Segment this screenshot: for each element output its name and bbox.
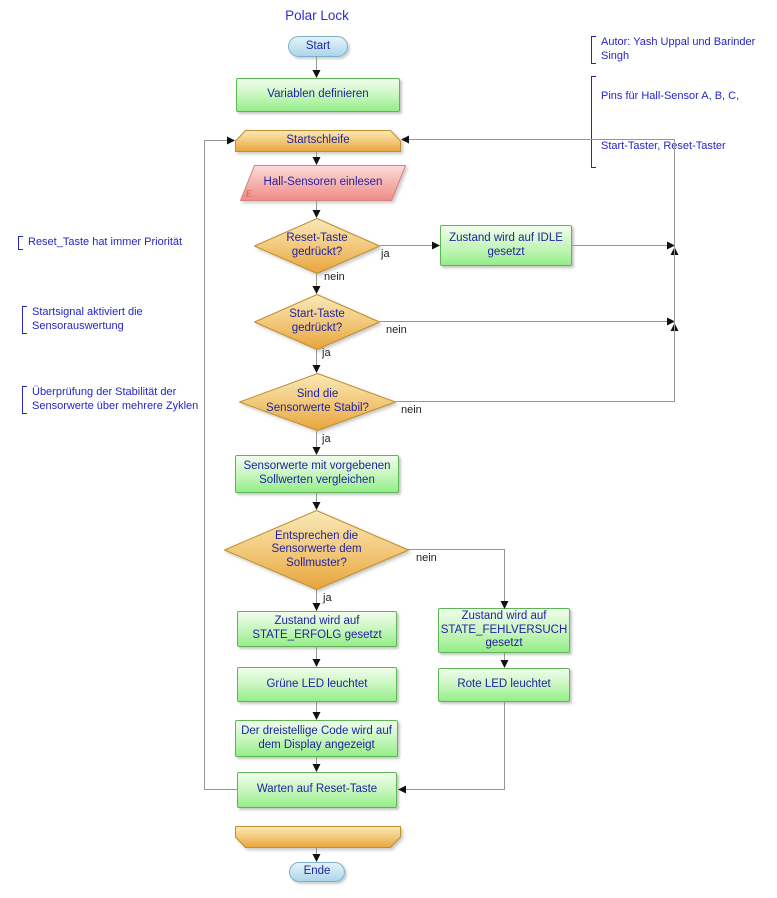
branch-label-nein-reset: nein xyxy=(324,271,345,283)
decision-shape xyxy=(254,294,380,350)
decision-reset-label: Reset-Taste gedrückt? xyxy=(286,232,348,258)
annotation-startsignal: Startsignal aktiviert die Sensorauswertu… xyxy=(22,306,143,334)
process-state-fehlversuch: Zustand wird auf STATE_FEHLVERSUCH geset… xyxy=(438,608,570,653)
terminal-start-label: Start xyxy=(305,39,331,52)
process-gruene-led-label: Grüne LED leuchtet xyxy=(266,677,368,690)
process-variablen-label: Variablen definieren xyxy=(267,88,369,101)
input-hall-label: Hall-Sensoren einlesen xyxy=(263,176,383,189)
input-type-marker: E xyxy=(245,188,253,200)
branch-label-ja-start: ja xyxy=(322,347,331,359)
branch-label-nein-start: nein xyxy=(386,324,407,336)
annotation-bracket xyxy=(18,236,23,250)
process-state-erfolg: Zustand wird auf STATE_ERFOLG gesetzt xyxy=(237,611,397,647)
process-erfolg-label: Zustand wird auf STATE_ERFOLG gesetzt xyxy=(252,615,382,641)
process-fehlversuch-label: Zustand wird auf STATE_FEHLVERSUCH geset… xyxy=(440,610,568,650)
input-shape xyxy=(240,165,406,201)
loop-start-shape xyxy=(235,130,401,152)
annotation-stabilitaet: Überprüfung der Stabilität der Sensorwer… xyxy=(22,386,198,414)
annotation-reset-prioritaet: Reset_Taste hat immer Priorität xyxy=(18,236,182,250)
annotation-pins-line1: Pins für Hall-Sensor A, B, C, xyxy=(601,89,740,102)
annotation-pins: Pins für Hall-Sensor A, B, C, Start-Tast… xyxy=(591,76,739,168)
branch-label-nein-sollmuster: nein xyxy=(416,552,437,564)
loop-end-shape xyxy=(235,826,401,848)
loop-start-startschleife: Startschleife xyxy=(235,130,401,152)
process-display-label: Der dreistellige Code wird auf dem Displ… xyxy=(241,724,392,751)
process-rote-led: Rote LED leuchtet xyxy=(438,668,570,702)
annotation-pins-line2: Start-Taster, Reset-Taster xyxy=(601,140,726,152)
annotation-bracket xyxy=(22,386,27,414)
branch-label-ja-stabil: ja xyxy=(322,433,331,445)
process-idle-label: Zustand wird auf IDLE gesetzt xyxy=(449,231,563,258)
annotation-autor: Autor: Yash Uppal und Barinder Singh xyxy=(591,36,755,64)
decision-shape xyxy=(239,373,396,431)
decision-shape xyxy=(254,218,380,274)
process-warten-reset: Warten auf Reset-Taste xyxy=(237,772,397,808)
process-zustand-idle: Zustand wird auf IDLE gesetzt xyxy=(440,225,572,266)
branch-label-nein-stabil: nein xyxy=(401,404,422,416)
process-sollwerte-vergleich: Sensorwerte mit vorgebenen Sollwerten ve… xyxy=(235,455,399,493)
process-display-code: Der dreistellige Code wird auf dem Displ… xyxy=(235,720,398,757)
branch-label-ja-reset: ja xyxy=(381,248,390,260)
annotation-bracket xyxy=(591,76,596,168)
loop-start-label: Startschleife xyxy=(286,134,350,147)
loop-end xyxy=(235,826,401,848)
decision-shape xyxy=(224,510,409,590)
process-vergleich-label: Sensorwerte mit vorgebenen Sollwerten ve… xyxy=(243,460,391,486)
process-rote-led-label: Rote LED leuchtet xyxy=(457,678,551,691)
diagram-title: Polar Lock xyxy=(285,8,349,23)
branch-label-ja-sollmuster: ja xyxy=(323,592,332,604)
decision-sensorwerte-stabil: Sind die Sensorwerte Stabil? xyxy=(239,373,396,431)
decision-sollmuster-label: Entsprechen die Sensorwerte dem Sollmust… xyxy=(271,529,362,569)
annotation-bracket xyxy=(591,36,596,64)
decision-sollmuster: Entsprechen die Sensorwerte dem Sollmust… xyxy=(224,510,409,590)
terminal-ende-label: Ende xyxy=(303,865,331,878)
decision-stabil-label: Sind die Sensorwerte Stabil? xyxy=(266,388,369,414)
decision-start-taste: Start-Taste gedrückt? xyxy=(254,294,380,350)
decision-reset-taste: Reset-Taste gedrückt? xyxy=(254,218,380,274)
annotation-bracket xyxy=(22,306,27,334)
input-hall-sensoren: E Hall-Sensoren einlesen xyxy=(240,165,406,201)
decision-start-label: Start-Taste gedrückt? xyxy=(289,308,345,334)
process-gruene-led: Grüne LED leuchtet xyxy=(237,667,397,702)
terminal-ende: Ende xyxy=(289,862,345,882)
process-variablen-definieren: Variablen definieren xyxy=(236,78,400,112)
terminal-start: Start xyxy=(288,36,348,57)
process-warten-label: Warten auf Reset-Taste xyxy=(256,783,378,796)
